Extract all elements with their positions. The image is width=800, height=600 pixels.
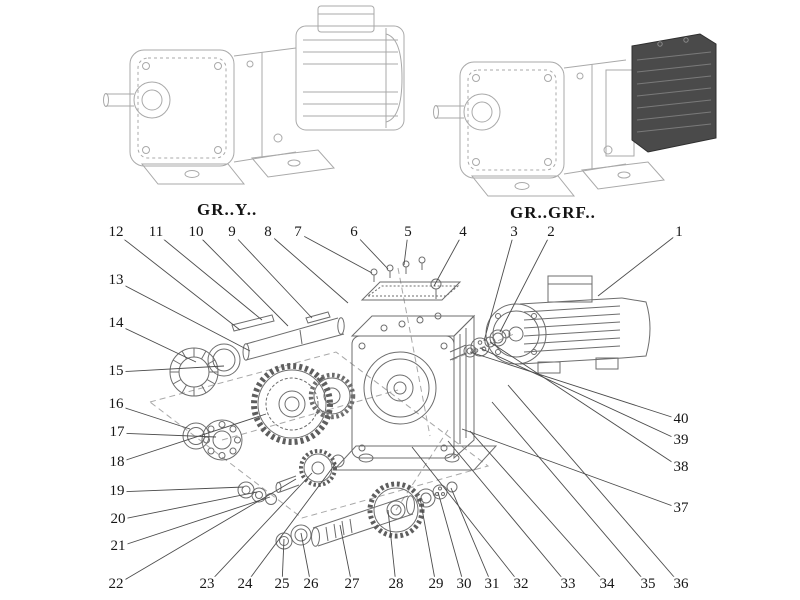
leader-line-3	[483, 232, 515, 342]
leader-line-8	[267, 232, 349, 304]
leader-line-32	[411, 446, 522, 586]
leader-line-30	[437, 491, 465, 586]
callout-20: 20	[108, 510, 128, 527]
callout-26: 26	[301, 575, 321, 592]
motor-terminal-box	[547, 275, 593, 303]
callout-12: 12	[106, 223, 126, 240]
leader-line-13	[115, 280, 251, 352]
variant-label-gr-y: GR..Y..	[197, 200, 258, 219]
exploded-view	[148, 256, 651, 550]
callout-15: 15	[106, 362, 126, 379]
motor-gr-y	[295, 5, 405, 131]
callout-10: 10	[186, 223, 206, 240]
terminal-box-gr-y	[317, 5, 375, 33]
callout-5: 5	[402, 223, 414, 240]
callout-25: 25	[272, 575, 292, 592]
assembled-unit-gr-y	[103, 5, 405, 185]
callout-2: 2	[545, 223, 557, 240]
callout-24: 24	[235, 575, 255, 592]
leader-line-7	[297, 232, 373, 274]
callout-9: 9	[226, 223, 238, 240]
assembled-unit-gr-grf	[433, 33, 717, 197]
variant-label-gr-grf: GR..GRF..	[510, 203, 596, 222]
callout-28: 28	[386, 575, 406, 592]
leader-line-1	[597, 232, 680, 297]
callout-29: 29	[426, 575, 446, 592]
callout-11: 11	[146, 223, 166, 240]
leader-line-14	[115, 323, 197, 363]
callout-22: 22	[106, 575, 126, 592]
motor-gr-grf	[605, 33, 717, 157]
callout-27: 27	[342, 575, 362, 592]
leader-line-18	[116, 413, 267, 464]
leader-line-21	[117, 496, 271, 548]
leader-line-23	[206, 472, 313, 586]
leader-line-2	[499, 232, 552, 333]
leader-line-15	[115, 365, 225, 373]
motor-exploded	[485, 275, 651, 374]
leader-line-36	[507, 384, 682, 586]
callout-19: 19	[107, 482, 127, 499]
callout-40: 40	[671, 410, 691, 427]
callout-34: 34	[597, 575, 617, 592]
callout-16: 16	[106, 395, 126, 412]
callout-6: 6	[348, 223, 360, 240]
callout-8: 8	[262, 223, 274, 240]
callout-3: 3	[508, 223, 520, 240]
leader-line-9	[231, 232, 313, 319]
leader-line-4	[433, 232, 464, 287]
output-shaft	[231, 311, 345, 361]
leader-line-37	[461, 428, 682, 510]
leader-line-40	[469, 351, 682, 421]
leader-line-20	[117, 491, 258, 521]
leader-line-38	[489, 341, 682, 469]
callout-30: 30	[454, 575, 474, 592]
callout-36: 36	[671, 575, 691, 592]
callout-1: 1	[673, 223, 685, 240]
leader-line-24	[244, 462, 337, 586]
callout-18: 18	[107, 453, 127, 470]
input-shaft-parts	[449, 329, 511, 361]
callout-7: 7	[292, 223, 304, 240]
callout-32: 32	[511, 575, 531, 592]
leader-line-34	[469, 430, 608, 586]
callout-35: 35	[638, 575, 658, 592]
callout-31: 31	[482, 575, 502, 592]
leader-line-11	[155, 232, 263, 321]
callout-39: 39	[671, 431, 691, 448]
callout-4: 4	[457, 223, 469, 240]
leader-line-35	[491, 401, 649, 586]
leader-line-33	[447, 440, 569, 586]
leader-line-22	[115, 478, 297, 586]
intermediate-gears	[251, 363, 356, 445]
eye-bolt	[430, 278, 442, 299]
callout-17: 17	[107, 423, 127, 440]
leader-line-12	[115, 232, 241, 331]
callout-37: 37	[671, 499, 691, 516]
leader-line-27	[339, 524, 353, 586]
callout-21: 21	[108, 537, 128, 554]
output-bearing-and-seals	[169, 343, 241, 397]
callout-14: 14	[106, 314, 126, 331]
callout-23: 23	[197, 575, 217, 592]
leader-line-31	[450, 487, 493, 586]
leader-line-19	[116, 486, 245, 493]
leader-line-26	[300, 532, 312, 586]
callout-33: 33	[558, 575, 578, 592]
callout-38: 38	[671, 458, 691, 475]
leader-line-10	[195, 232, 289, 327]
leader-line-28	[387, 509, 397, 586]
top-cover-and-bolts	[360, 256, 462, 301]
callout-13: 13	[106, 271, 126, 288]
leader-line-29	[419, 497, 437, 586]
leader-line-16	[115, 404, 191, 430]
leader-line-39	[479, 347, 682, 442]
bearing-and-washer	[182, 419, 243, 461]
